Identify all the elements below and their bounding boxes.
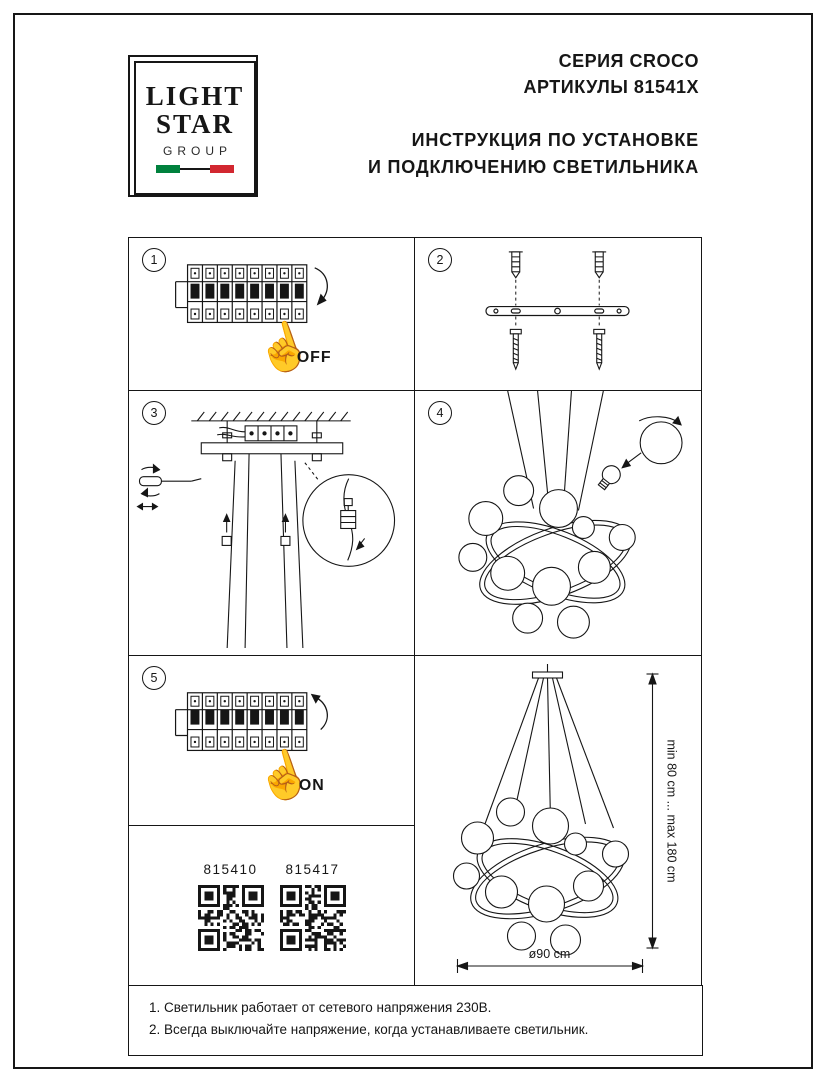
pointing-hand-icon: ☝ [248,741,319,811]
articles-title: АРТИКУЛЫ 81541X [523,77,699,98]
glass-sphere [503,475,535,507]
figure-breaker-panel-on: ☝ ON [174,692,328,811]
glass-sphere [539,489,578,529]
screw-icon [509,328,522,370]
glass-sphere [608,523,636,551]
instruction-title: ИНСТРУКЦИЯ ПО УСТАНОВКЕ И ПОДКЛЮЧЕНИЮ СВ… [368,127,699,181]
glass-sphere [452,862,481,890]
dimensions-cell: min 80 cm ... max 180 cm ø90 cm [415,656,701,986]
logo-word-light: LIGHT [145,81,245,112]
glass-sphere [527,885,566,923]
step-cell-1-power-off: 1 [129,238,415,391]
logo-word-star: STAR [155,109,235,139]
glass-sphere [460,821,495,855]
step-number-badge: 5 [142,666,166,690]
series-title: СЕРИЯ CROCO [558,51,699,71]
italy-flag-icon [156,164,234,173]
ceiling-canopy [531,671,564,679]
light-bulb-icon [597,465,621,491]
safety-notes-box: 1. Светильник работает от сетевого напря… [128,985,703,1056]
glass-sphere [458,542,488,572]
figure-sphere-assembly [458,391,683,639]
on-label: ON [299,777,325,794]
cable-grip [280,535,291,546]
glass-sphere [639,421,683,465]
canopy-plate [200,442,344,455]
glass-sphere [531,807,570,845]
instruction-title-line1: ИНСТРУКЦИЯ ПО УСТАНОВКЕ [411,130,699,151]
step-number-badge: 4 [428,401,452,425]
qr-code-image [197,884,264,951]
figure-mounting-bracket [485,251,630,370]
height-dimension-label: min 80 cm ... max 180 cm [665,739,679,882]
glass-sphere [506,921,537,951]
step-number-badge: 2 [428,248,452,272]
flag-red-segment [210,164,234,173]
wall-anchor-icon [591,251,607,279]
flag-green-segment [156,164,180,173]
lightstar-logo: LIGHT STAR GROUP [128,55,258,197]
logo-word-group: GROUP [162,143,232,158]
glass-sphere [468,501,504,537]
figure-ceiling-mounting [136,411,396,649]
step-cell-5-power-on: 5 [129,656,415,826]
glass-sphere [563,832,588,856]
wall-anchor-icon [508,251,524,279]
cable-grip [221,535,232,546]
off-label: OFF [297,349,332,366]
screwdriver-icon [138,476,162,487]
instruction-steps-grid: 1 [128,237,702,987]
qr-codes-cell: 815410 815417 [129,826,415,986]
mounting-bar [485,305,630,317]
qr-code-number: 815410 [203,861,258,877]
glass-sphere [577,550,611,584]
step-cell-4-assembly: 4 [415,391,701,656]
glass-sphere [572,870,605,902]
glass-sphere [571,515,595,539]
page-border-frame: LIGHT STAR GROUP СЕРИЯ CROCO АРТИКУЛЫ 81… [13,13,813,1069]
note-line-2: 2. Всегда выключайте напряжение, когда у… [149,1022,589,1038]
glass-sphere [556,605,590,639]
instruction-title-line2: И ПОДКЛЮЧЕНИЮ СВЕТИЛЬНИКА [368,157,699,178]
glass-sphere [484,875,519,909]
step-cell-2-bracket: 2 [415,238,701,391]
qr-code-image [279,884,346,951]
glass-sphere [512,602,544,634]
step-number-badge: 3 [142,401,166,425]
glass-sphere [532,566,572,606]
screw-icon [593,328,606,370]
glass-sphere [495,797,526,827]
diameter-dimension-label: ø90 cm [529,947,571,961]
glass-sphere [490,555,526,591]
qr-code-number: 815417 [285,861,340,877]
figure-breaker-panel-off: ☝ OFF [175,264,332,383]
qr-column: 815417 [279,861,346,951]
note-line-1: 1. Светильник работает от сетевого напря… [149,1000,492,1015]
step-cell-3-ceiling-mount: 3 [129,391,415,656]
step-number-badge: 1 [142,248,166,272]
glass-sphere [549,924,582,956]
glass-sphere [601,840,630,868]
header-titles: СЕРИЯ CROCO АРТИКУЛЫ 81541X ИНСТРУКЦИЯ П… [368,48,699,181]
pointing-hand-icon: ☝ [248,313,319,383]
lightstar-logo-inner: LIGHT STAR GROUP [134,61,256,195]
figure-chandelier-dimensions: min 80 cm ... max 180 cm ø90 cm [452,664,679,973]
qr-column: 815410 [197,861,264,951]
